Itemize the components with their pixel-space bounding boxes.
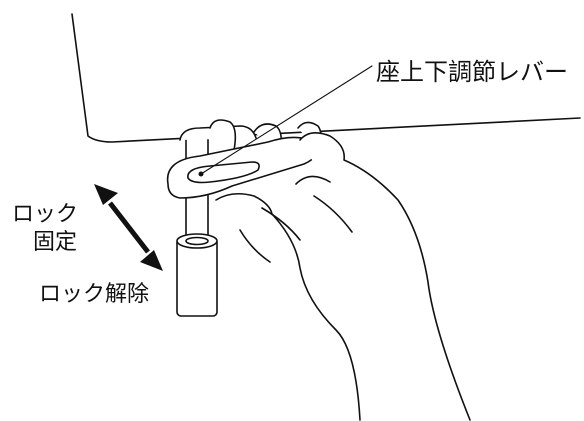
lock-label: ロック [12, 202, 79, 227]
lever-leader-line [200, 65, 373, 175]
arrow-shaft [108, 201, 150, 254]
fixed-label: 固定 [33, 230, 78, 255]
cylinder-body [176, 237, 218, 317]
lock-release-arrow [94, 184, 163, 271]
lever-label: 座上下調節レバー [376, 58, 568, 86]
lever-grip-recess [187, 161, 260, 184]
release-label: ロック解除 [39, 282, 150, 307]
finger-back-1 [209, 119, 237, 151]
hand-palm [215, 132, 471, 421]
cylinder-inner-rim [185, 236, 209, 246]
hand-finger-lines [239, 195, 353, 263]
seat-outline [71, 13, 581, 143]
arrow-head-down [140, 250, 163, 271]
arrow-head-up [94, 184, 118, 205]
